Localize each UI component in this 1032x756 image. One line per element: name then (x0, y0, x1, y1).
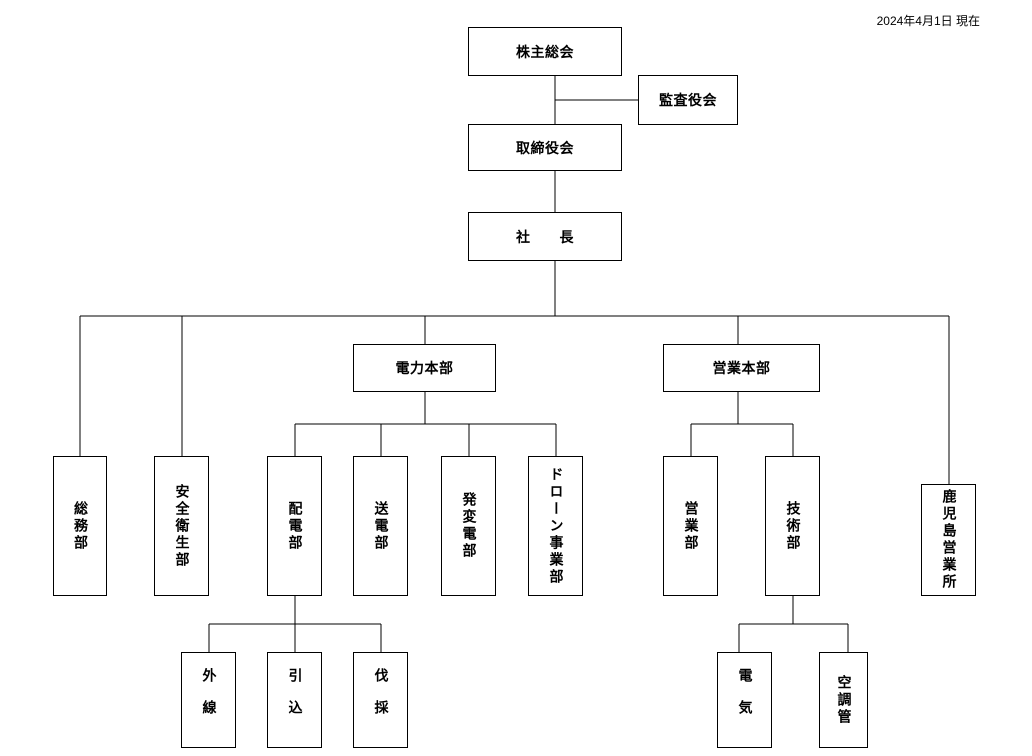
tree-cutting-label: 伐採 (372, 668, 389, 732)
shareholders-meeting-label: 株主総会 (516, 44, 574, 61)
board-of-directors-label: 取締役会 (516, 140, 574, 157)
president-label: 社 長 (516, 229, 574, 246)
technical-dept-label: 技術部 (784, 500, 801, 552)
general-affairs-box: 総務部 (53, 456, 107, 596)
safety-health-box: 安全衛生部 (154, 456, 209, 596)
technical-dept-box: 技術部 (765, 456, 820, 596)
drone-business-box: ドローン事業部 (528, 456, 583, 596)
service-drop-label: 引込 (286, 668, 303, 732)
sales-dept-box: 営業部 (663, 456, 718, 596)
as-of-date: 2024年4月1日 現在 (876, 14, 980, 28)
sales-hq-label: 営業本部 (712, 361, 771, 377)
sales-dept-label: 営業部 (682, 500, 699, 552)
distribution-box: 配電部 (267, 456, 322, 596)
drone-business-label: ドローン事業部 (547, 466, 564, 586)
substation-box: 発変電部 (441, 456, 496, 596)
board-of-directors-box: 取締役会 (468, 124, 622, 171)
power-hq-label: 電力本部 (395, 361, 454, 377)
general-affairs-label: 総務部 (72, 500, 88, 552)
transmission-label: 送電部 (372, 500, 389, 552)
shareholders-meeting-box: 株主総会 (468, 27, 622, 76)
electrical-label: 電気 (736, 668, 753, 732)
president-box: 社 長 (468, 212, 622, 261)
distribution-label: 配電部 (286, 500, 303, 552)
tree-cutting-box: 伐採 (353, 652, 408, 748)
kagoshima-office-box: 鹿児島営業所 (921, 484, 976, 596)
transmission-box: 送電部 (353, 456, 408, 596)
power-hq-box: 電力本部 (353, 344, 496, 392)
substation-label: 発変電部 (460, 492, 477, 560)
external-line-label: 外線 (200, 668, 217, 732)
hvac-plumbing-label: 空調管 (835, 674, 852, 726)
audit-board-box: 監査役会 (638, 75, 738, 125)
service-drop-box: 引込 (267, 652, 322, 748)
kagoshima-office-label: 鹿児島営業所 (940, 489, 957, 591)
sales-hq-box: 営業本部 (663, 344, 820, 392)
hvac-plumbing-box: 空調管 (819, 652, 868, 748)
safety-health-label: 安全衛生部 (173, 483, 190, 569)
audit-board-label: 監査役会 (659, 93, 717, 109)
electrical-box: 電気 (717, 652, 772, 748)
external-line-box: 外線 (181, 652, 236, 748)
